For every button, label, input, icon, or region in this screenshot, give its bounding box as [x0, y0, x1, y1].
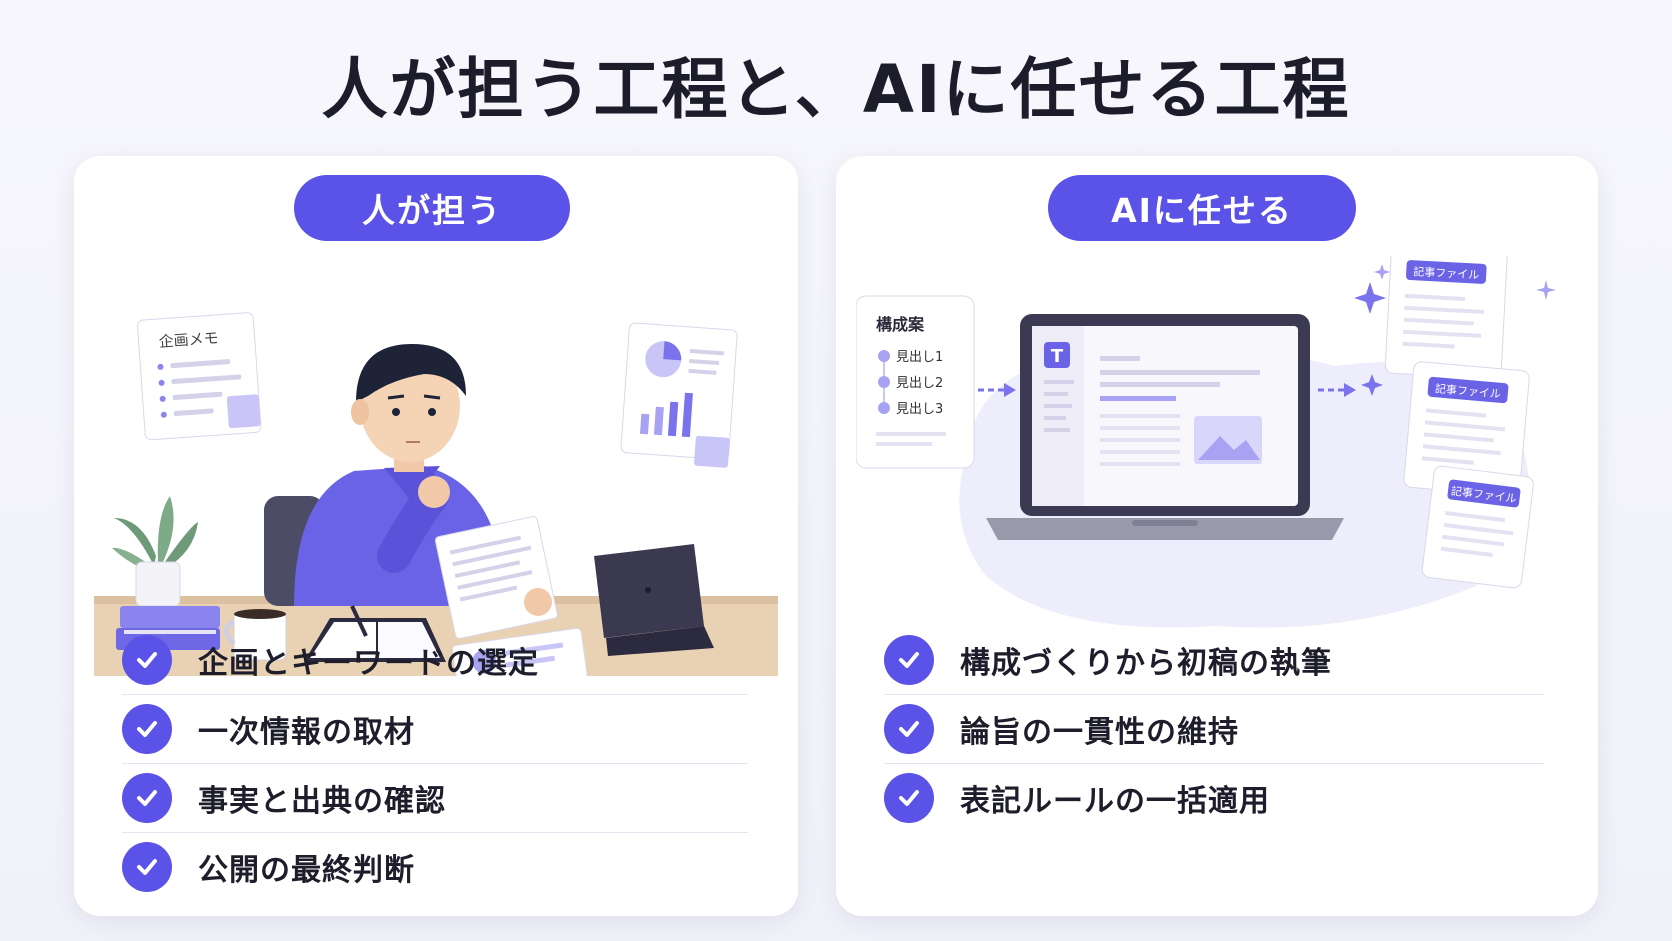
check-icon: [122, 635, 172, 685]
list-item: 企画とキーワードの選定: [122, 626, 748, 695]
sparkle-icon: [1361, 374, 1383, 396]
coffee-mug: [223, 609, 287, 661]
check-icon: [122, 842, 172, 892]
outline-card: 構成案 見出し1 見出し2 見出し3: [856, 295, 975, 469]
check-icon: [884, 635, 934, 685]
ai-illustration: 構成案 見出し1 見出し2 見出し3 T: [856, 256, 1556, 628]
sparkle-icon: [1354, 282, 1386, 314]
document-in-hand: [434, 516, 558, 639]
sparkle-icon: [1536, 280, 1556, 300]
human-task-list: 企画とキーワードの選定 一次情報の取材 事実と出典の確認 公開の最終判断: [122, 626, 748, 901]
editor-logo: T: [1051, 346, 1064, 367]
arrow-icon: [1318, 383, 1356, 397]
sparkle-icon: [1374, 264, 1390, 280]
arrow-icon: [978, 383, 1016, 397]
page-title: 人が担う工程と、AIに任せる工程: [321, 51, 1351, 128]
tablet: [594, 544, 714, 656]
item-label: 企画とキーワードの選定: [198, 646, 539, 681]
list-item: 論旨の一貫性の維持: [884, 695, 1544, 764]
file-label: 記事ファイル: [1434, 381, 1501, 401]
item-label: 公開の最終判断: [198, 853, 415, 888]
check-icon: [884, 704, 934, 754]
check-icon: [122, 704, 172, 754]
plant: [112, 496, 198, 607]
open-notebook: [304, 605, 446, 662]
article-file: 記事ファイル: [1421, 465, 1534, 589]
file-label: 記事ファイル: [1413, 264, 1480, 281]
planning-memo: 企画メモ: [137, 312, 262, 441]
outline-item: 見出し3: [896, 402, 943, 417]
list-item: 構成づくりから初稿の執筆: [884, 626, 1544, 695]
check-icon: [122, 773, 172, 823]
human-card: 人が担う 企画メモ: [74, 156, 798, 916]
item-label: 論旨の一貫性の維持: [960, 715, 1239, 750]
article-file: 記事ファイル: [1403, 361, 1530, 497]
ai-heading: AIに任せる: [1048, 175, 1356, 241]
ai-card: AIに任せる 構成案 見出し1 見出し2 見出し3 T: [836, 156, 1598, 916]
report-paper: [451, 627, 588, 676]
check-icon: [884, 773, 934, 823]
list-item: 事実と出典の確認: [122, 764, 748, 833]
item-label: 構成づくりから初稿の執筆: [960, 646, 1332, 681]
human-illustration: 企画メモ: [94, 312, 778, 676]
human-heading: 人が担う: [294, 175, 570, 241]
article-file: 記事ファイル: [1384, 256, 1508, 380]
chart-paper: [620, 322, 738, 468]
outline-item: 見出し1: [896, 350, 943, 365]
list-item: 公開の最終判断: [122, 833, 748, 901]
item-label: 事実と出典の確認: [198, 784, 446, 819]
outline-title: 構成案: [876, 315, 925, 334]
ai-task-list: 構成づくりから初稿の執筆 論旨の一貫性の維持 表記ルールの一括適用: [884, 626, 1544, 832]
laptop: T: [986, 314, 1344, 540]
outline-item: 見出し2: [896, 376, 943, 391]
item-label: 表記ルールの一括適用: [960, 784, 1270, 819]
list-item: 一次情報の取材: [122, 695, 748, 764]
item-label: 一次情報の取材: [198, 715, 415, 750]
list-item: 表記ルールの一括適用: [884, 764, 1544, 832]
memo-label: 企画メモ: [158, 329, 219, 351]
